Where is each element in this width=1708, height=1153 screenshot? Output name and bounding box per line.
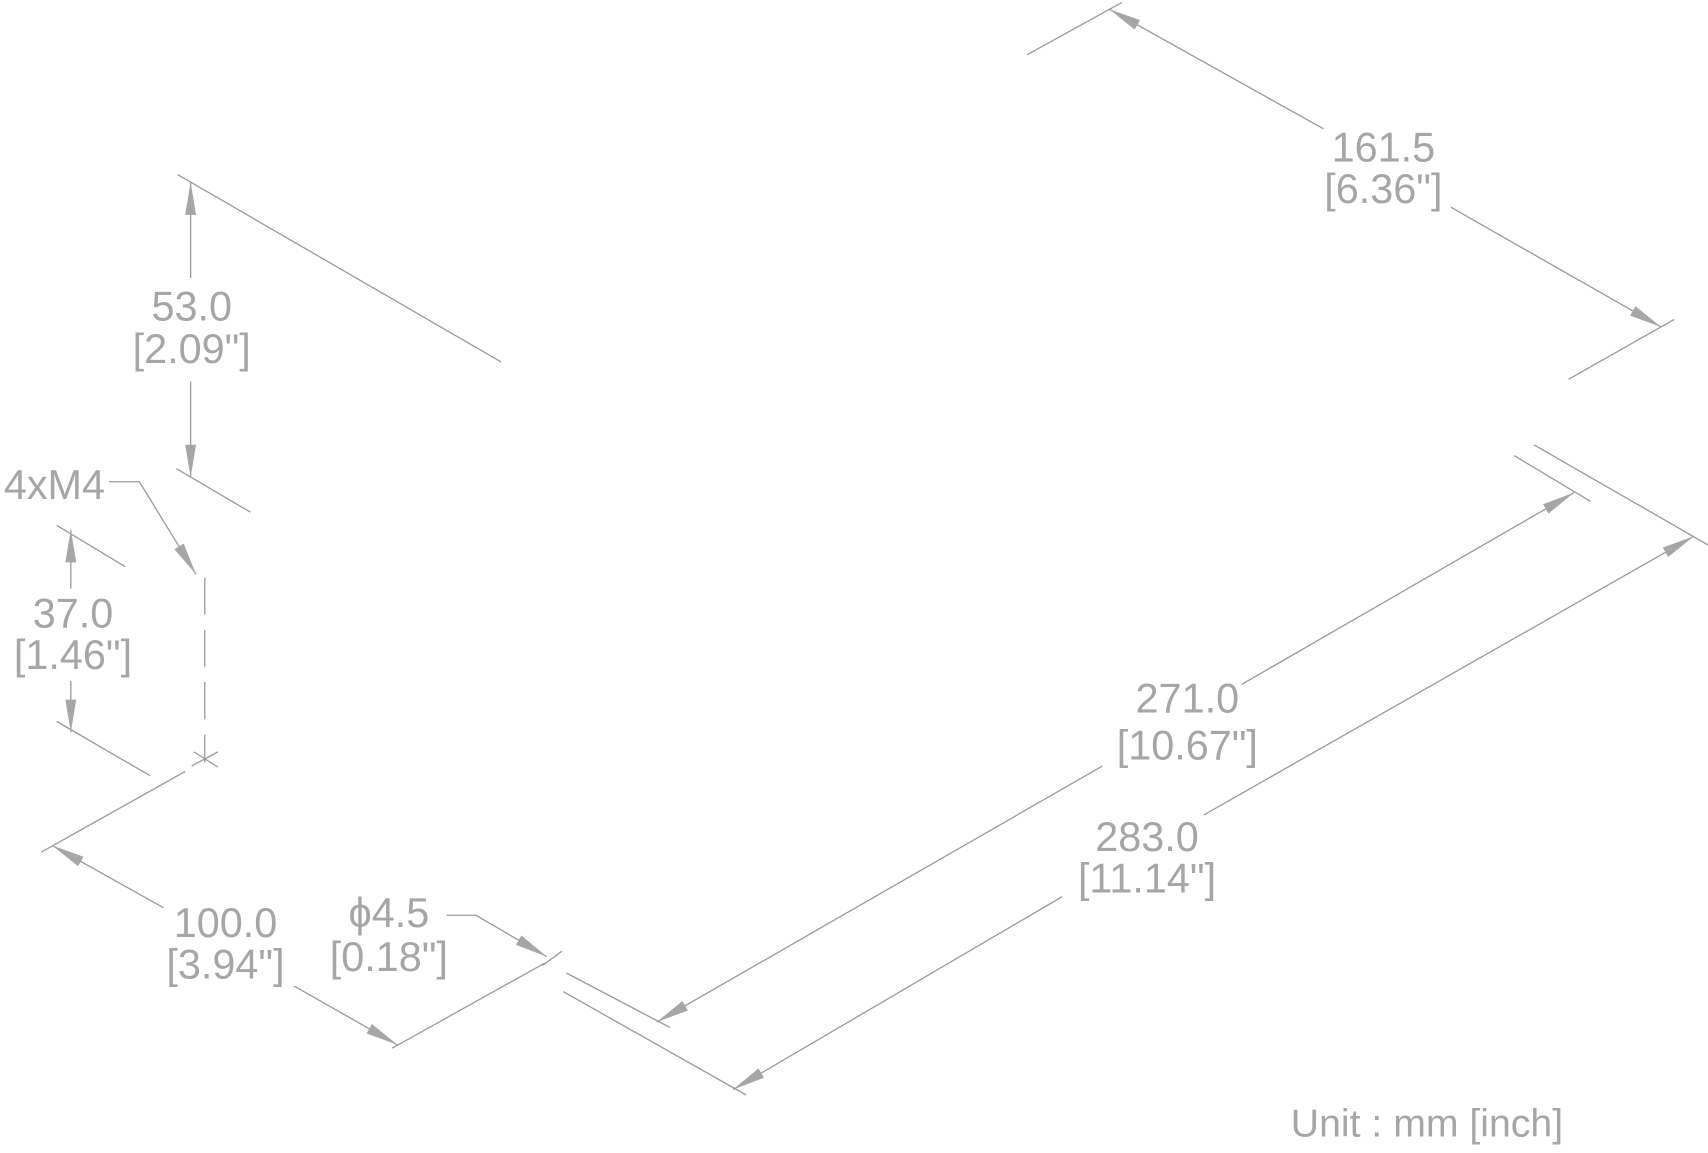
hole-spacing-inch: [3.94"] <box>166 941 284 987</box>
center-line <box>191 577 219 768</box>
height-top-inch: [2.09"] <box>133 326 251 372</box>
height-bottom-mm: 37.0 <box>33 591 114 637</box>
hole-spacing-mm: 100.0 <box>174 900 278 946</box>
depth-inch: [6.36"] <box>1324 166 1442 212</box>
inner-width-mm: 271.0 <box>1136 676 1240 722</box>
dim-height-top: 53.0 [2.09"] <box>133 173 502 513</box>
dim-depth: 161.5 [6.36"] <box>1026 1 1675 380</box>
depth-mm: 161.5 <box>1332 124 1436 170</box>
height-bottom-inch: [1.46"] <box>14 632 132 678</box>
outer-width-mm: 283.0 <box>1095 814 1199 860</box>
hole-diameter-inch: [0.18"] <box>330 934 448 980</box>
screw-callout: 4xM4 <box>4 462 197 575</box>
dim-outer-width: 283.0 [11.14"] <box>732 444 1708 1091</box>
inner-width-inch: [10.67"] <box>1117 723 1258 769</box>
outer-width-inch: [11.14"] <box>1078 855 1216 901</box>
hole-diameter-mm: ϕ4.5 <box>349 890 430 936</box>
dim-hole-spacing: 100.0 [3.94"] <box>41 770 545 1049</box>
dim-hole-diameter: ϕ4.5 [0.18"] <box>330 890 747 1096</box>
height-top-mm: 53.0 <box>151 284 232 330</box>
unit-label: Unit : mm [inch] <box>1291 1102 1563 1145</box>
screw-label: 4xM4 <box>4 462 105 508</box>
dim-height-bottom: 37.0 [1.46"] <box>14 524 151 777</box>
dim-inner-width: 271.0 [10.67"] <box>656 455 1591 1023</box>
